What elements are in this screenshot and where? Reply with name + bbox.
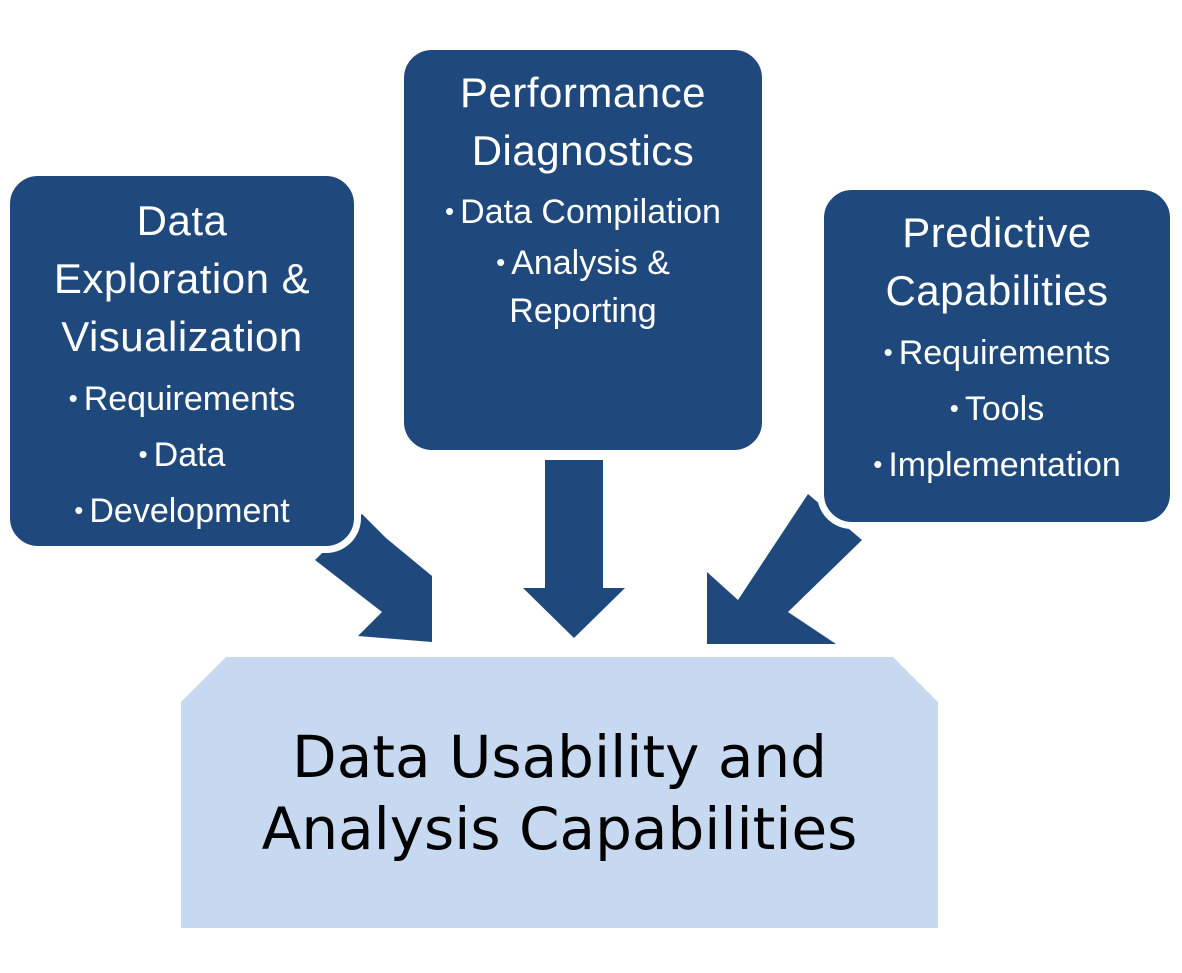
box-title-performance-diagnostics: Performance Diagnostics [404,64,762,180]
list-item: •Tools [824,382,1170,438]
list-item-text: Data [153,436,226,474]
result-text: Data Usability and Analysis Capabilities [181,721,938,865]
list-item: •Data [10,428,354,484]
title-line: Performance [460,69,706,116]
list-item: •Requirements [10,372,354,428]
box-performance-diagnostics: Performance Diagnostics •Data Compilatio… [398,44,768,456]
title-line: Visualization [61,313,303,360]
list-item: •Development [10,484,354,540]
list-item-text: Tools [964,390,1045,428]
list-item: •Implementation [824,438,1170,494]
bullet-list: •Requirements •Tools •Implementation [824,326,1170,494]
title-line: Data [136,197,228,244]
list-item-text: Requirements [898,334,1111,372]
title-line: Predictive [902,209,1092,256]
list-item-text: Requirements [83,380,296,418]
bullet-icon: • [883,337,893,367]
list-item-text: Development [89,492,290,530]
bullet-icon: • [949,393,959,423]
bullet-icon: • [873,449,883,479]
bullet-list: •Data Compilation •Analysis & Reporting [404,186,762,334]
arrow-right-to-result [707,494,862,644]
bullet-icon: • [445,196,455,226]
list-item: •Requirements [824,326,1170,382]
bullet-icon: • [496,247,506,277]
title-line: Capabilities [885,267,1109,314]
box-title-predictive-capabilities: Predictive Capabilities [824,204,1170,320]
result-box-data-usability: Data Usability and Analysis Capabilities [181,657,938,928]
title-line: Exploration & [53,255,311,302]
list-item-text: Reporting [509,292,657,330]
list-item-text: Analysis & [511,244,670,282]
box-title-data-exploration: Data Exploration & Visualization [10,192,354,366]
arrow-center-to-result [523,460,625,638]
list-item-text: Implementation [888,446,1121,484]
list-item-continuation: Reporting [404,288,762,334]
bullet-icon: • [74,495,84,525]
box-data-exploration: Data Exploration & Visualization •Requir… [4,170,360,552]
result-line: Data Usability and [292,723,827,791]
bullet-icon: • [138,439,148,469]
bullet-icon: • [68,383,78,413]
list-item: •Analysis & [404,240,762,288]
title-line: Diagnostics [471,127,695,174]
result-line: Analysis Capabilities [261,795,858,863]
list-item-text: Data Compilation [460,193,721,231]
box-predictive-capabilities: Predictive Capabilities •Requirements •T… [818,184,1176,528]
bullet-list: •Requirements •Data •Development [10,372,354,540]
list-item: •Data Compilation [404,186,762,240]
